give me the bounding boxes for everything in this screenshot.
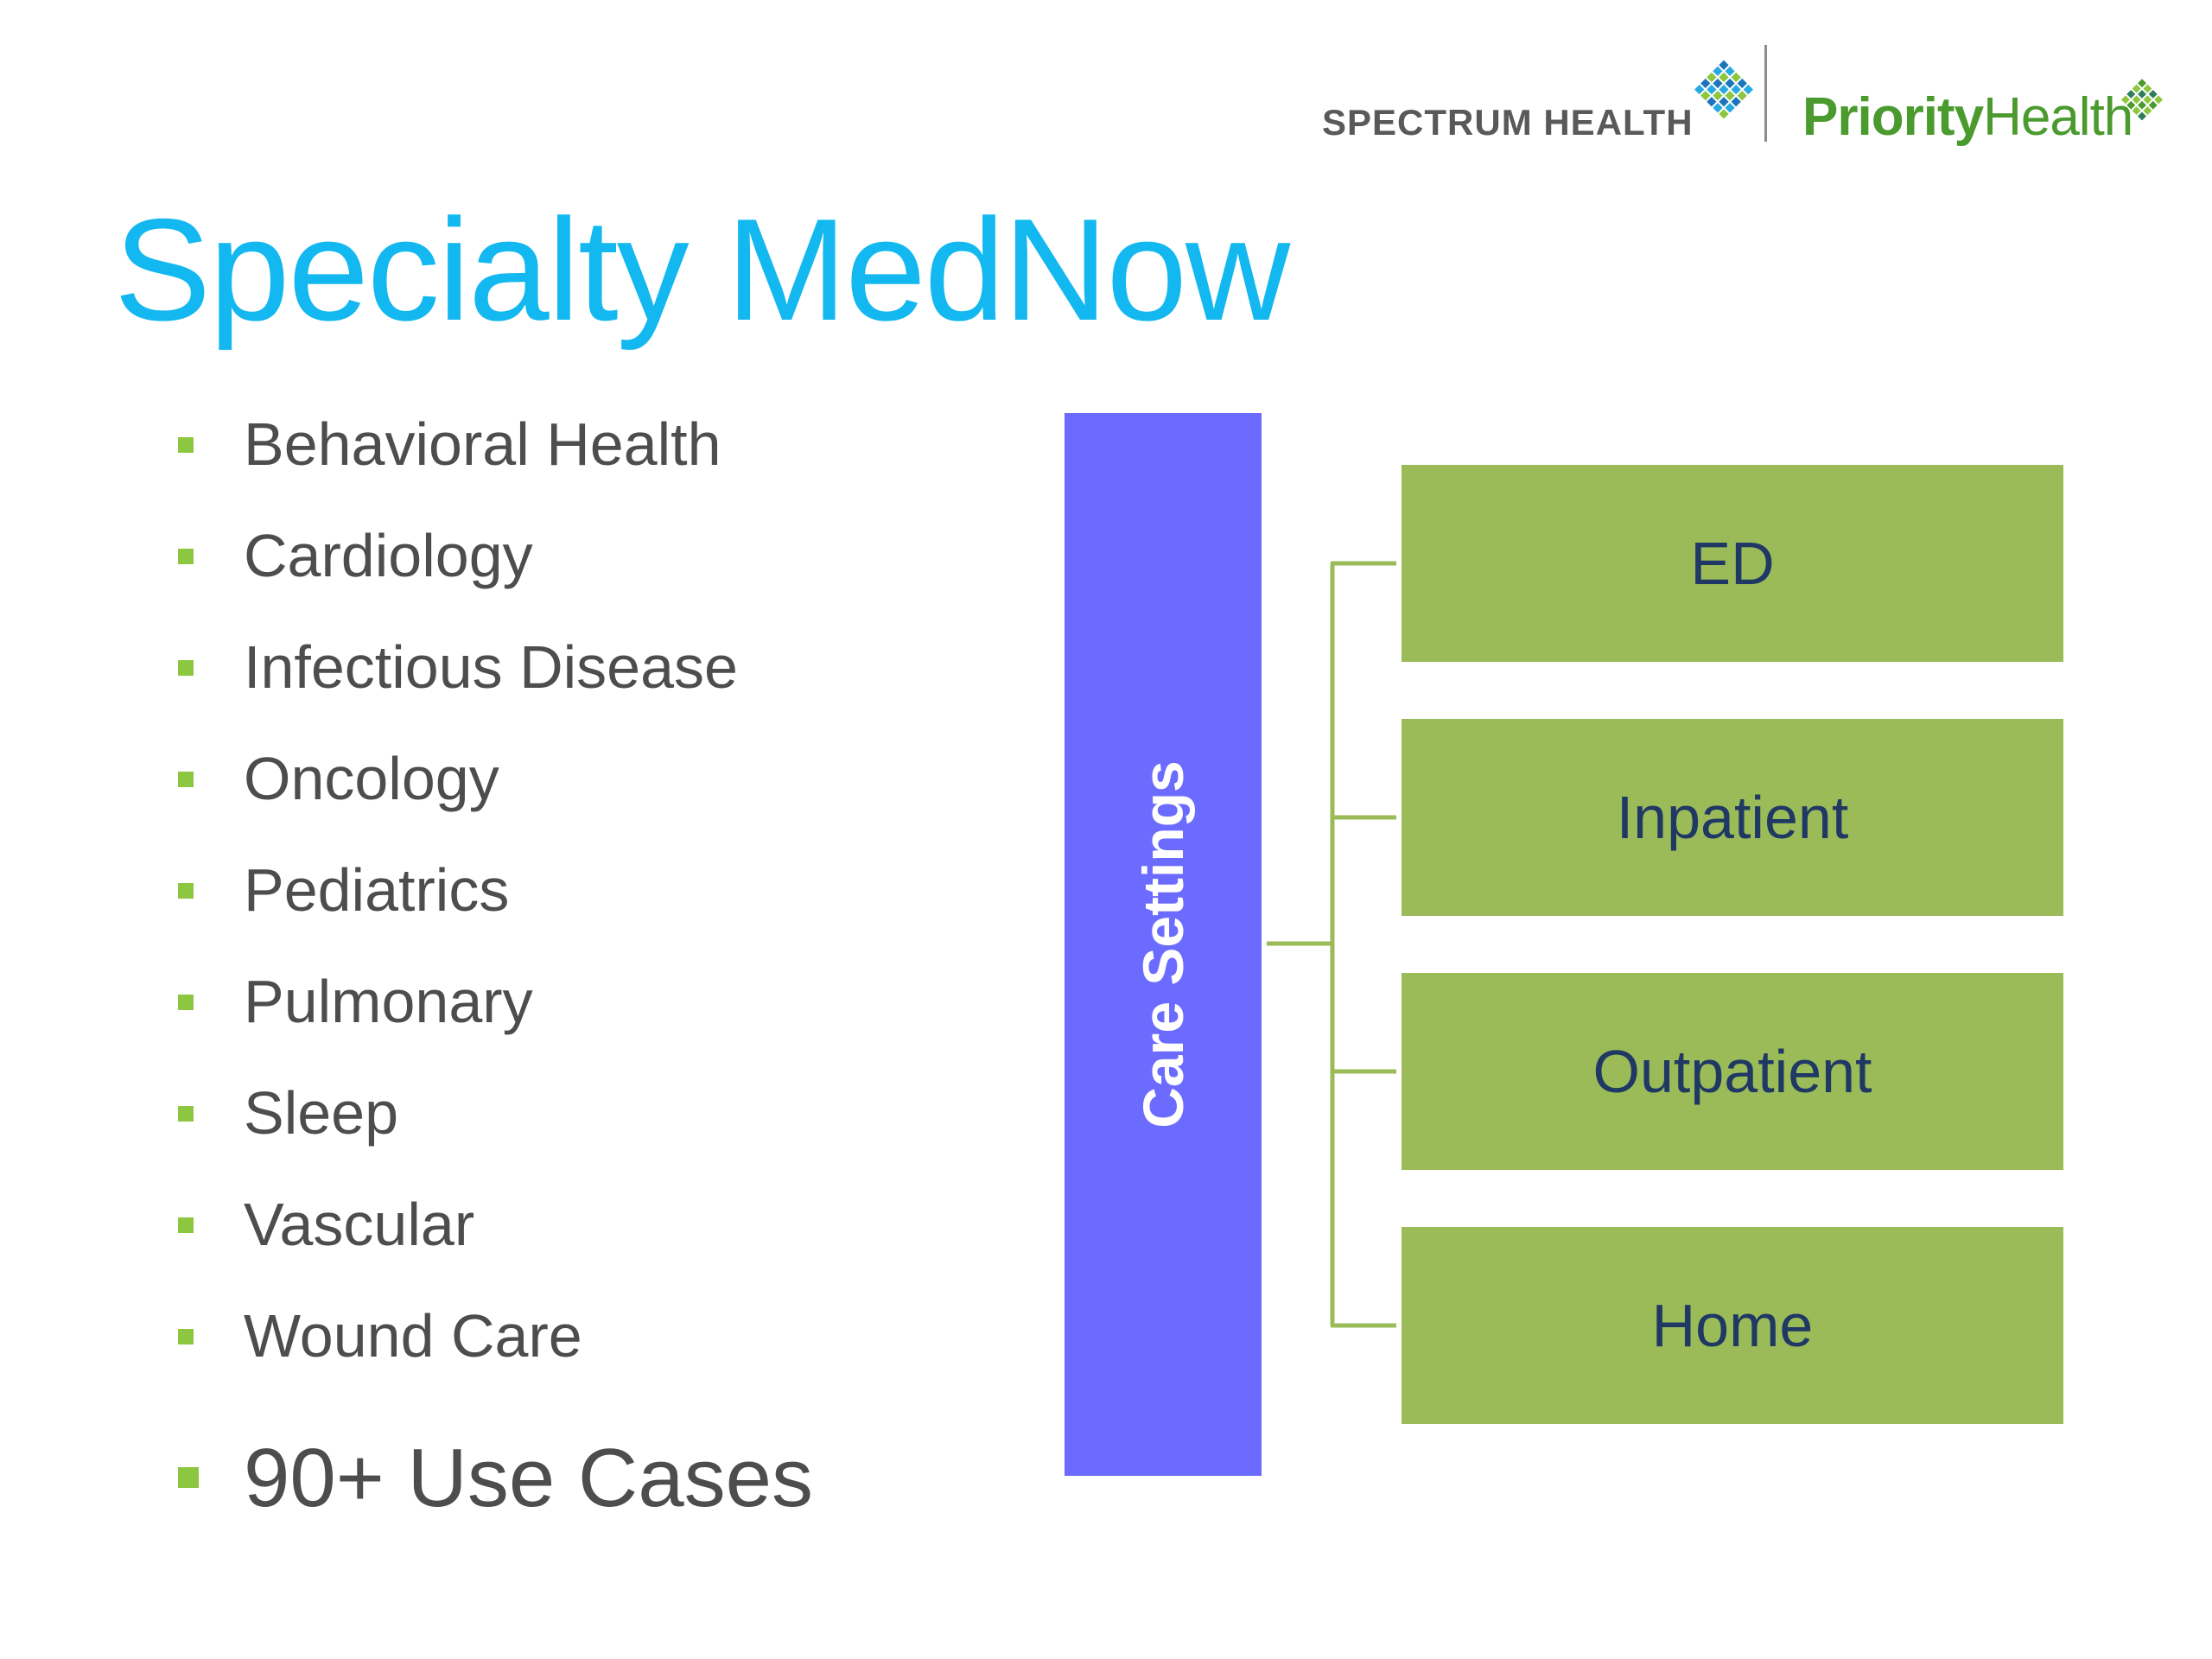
care-setting-label: Home	[1651, 1292, 1814, 1359]
priority-health-logo-bold: Priority	[1802, 87, 1984, 147]
priority-health-logo-text: PriorityHealth	[1802, 86, 2133, 148]
priority-health-logo-regular: Health	[1983, 87, 2133, 147]
bullet-square-icon	[178, 660, 194, 676]
bullet-square-icon	[178, 1467, 199, 1488]
specialty-label: Oncology	[244, 745, 499, 812]
logo-bar: SPECTRUM HEALTH	[1322, 41, 2186, 154]
list-item: Oncology	[173, 741, 1037, 852]
bullet-square-icon	[178, 437, 194, 453]
specialty-label: Vascular	[244, 1191, 475, 1258]
care-setting-label: ED	[1690, 530, 1775, 597]
list-item: Behavioral Health	[173, 406, 1037, 518]
slide-title: Specialty MedNow	[114, 188, 1290, 351]
specialty-label: Sleep	[244, 1079, 399, 1147]
specialty-label: Cardiology	[244, 522, 533, 589]
logo-divider	[1764, 45, 1767, 142]
care-setting-inpatient-box: Inpatient	[1402, 719, 2063, 916]
bullet-square-icon	[178, 772, 194, 787]
specialty-label: Wound Care	[244, 1302, 582, 1370]
list-item: Sleep	[173, 1075, 1037, 1186]
spectrum-health-logo-icon	[1694, 60, 1753, 119]
care-setting-label: Outpatient	[1592, 1038, 1872, 1105]
care-settings-box: Care Settings	[1065, 413, 1262, 1476]
priority-health-logo-icon	[2120, 79, 2164, 121]
bullet-square-icon	[178, 995, 194, 1010]
bullet-square-icon	[178, 549, 194, 564]
specialty-label: Infectious Disease	[244, 633, 738, 701]
care-setting-outpatient-box: Outpatient	[1402, 973, 2063, 1170]
use-cases-label: 90+ Use Cases	[244, 1432, 814, 1524]
specialty-list: Behavioral Health Cardiology Infectious …	[173, 406, 1037, 1409]
care-setting-ed-box: ED	[1402, 465, 2063, 662]
bullet-square-icon	[178, 1106, 194, 1122]
list-item: Pediatrics	[173, 852, 1037, 963]
bullet-square-icon	[178, 883, 194, 899]
list-item: Cardiology	[173, 518, 1037, 629]
bullet-square-icon	[178, 1217, 194, 1233]
list-item: Vascular	[173, 1186, 1037, 1298]
list-item: Pulmonary	[173, 963, 1037, 1075]
list-item: Infectious Disease	[173, 629, 1037, 741]
care-setting-home-box: Home	[1402, 1227, 2063, 1424]
list-item: Wound Care	[173, 1298, 1037, 1409]
bullet-square-icon	[178, 1329, 194, 1344]
care-settings-label: Care Settings	[1131, 760, 1195, 1128]
spectrum-health-logo-text: SPECTRUM HEALTH	[1322, 102, 1694, 143]
specialty-label: Behavioral Health	[244, 410, 721, 478]
specialty-label: Pediatrics	[244, 856, 510, 924]
care-setting-label: Inpatient	[1616, 784, 1849, 851]
specialty-label: Pulmonary	[244, 968, 533, 1035]
